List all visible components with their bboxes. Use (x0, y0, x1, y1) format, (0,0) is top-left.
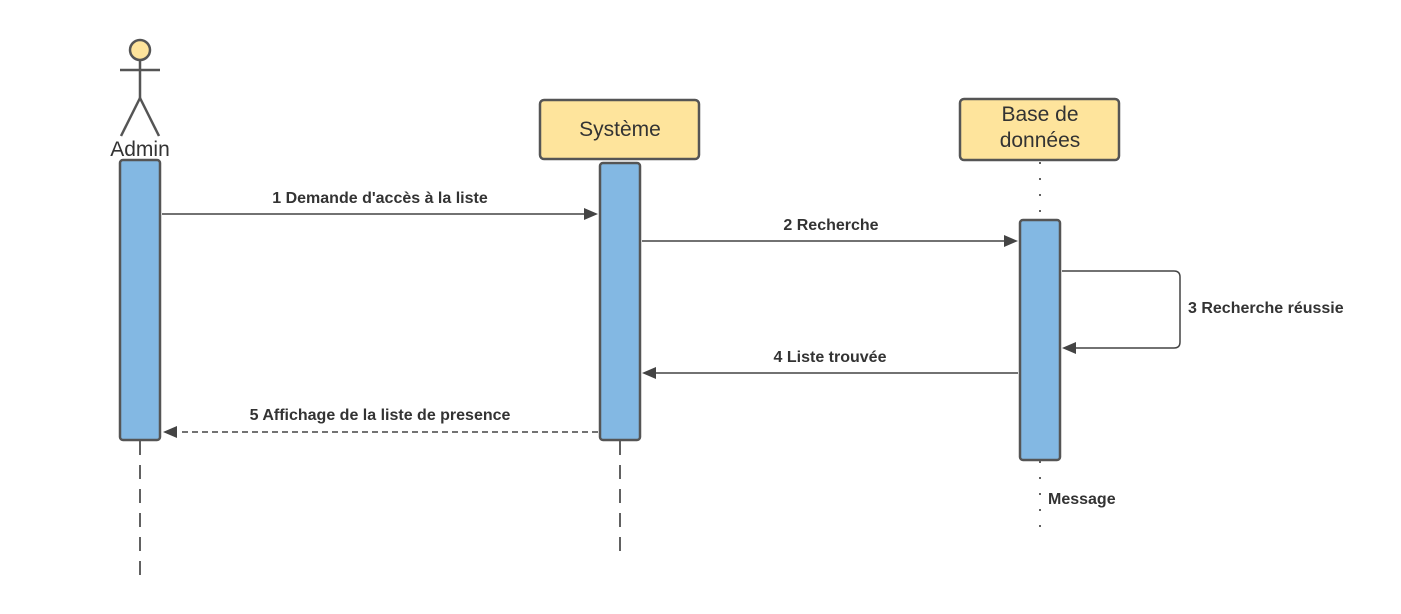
participant-systeme-box (538, 98, 701, 161)
message-5-arrowhead (163, 426, 177, 438)
participant-bdd: Base de données (958, 97, 1121, 162)
activation-admin (118, 158, 162, 442)
activation-bdd (1018, 218, 1062, 462)
message-2-arrowhead (1004, 235, 1018, 247)
message-4-label: 4 Liste trouvée (774, 349, 887, 366)
message-3-label: 3 Recherche réussie (1188, 300, 1344, 317)
message-3-line (1062, 270, 1181, 349)
message-3-arrowhead (1062, 342, 1076, 354)
activation-systeme (598, 161, 642, 442)
message-1-arrowhead (584, 208, 598, 220)
message-4: 4 Liste trouvée (642, 349, 1018, 379)
participant-bdd-label-line2: données (1000, 129, 1081, 152)
message-annotation: Message (1048, 491, 1116, 508)
message-5-label: 5 Affichage de la liste de presence (250, 407, 511, 424)
participant-bdd-label-line1: Base de (1001, 103, 1078, 126)
message-1: 1 Demande d'accès à la liste (162, 190, 598, 220)
message-3: 3 Recherche réussie (1062, 270, 1344, 354)
participant-systeme: Système (538, 98, 701, 161)
message-5: 5 Affichage de la liste de presence (163, 407, 598, 438)
message-1-label: 1 Demande d'accès à la liste (272, 190, 488, 207)
message-2-label: 2 Recherche (783, 217, 878, 234)
actor-admin-label: Admin (110, 138, 170, 161)
message-4-arrowhead (642, 367, 656, 379)
actor-left-leg (119, 97, 142, 137)
participant-systeme-label: Système (579, 118, 661, 141)
actor-head (128, 38, 152, 62)
participant-bdd-box (958, 97, 1121, 162)
message-2: 2 Recherche (642, 217, 1018, 247)
actor-right-leg (138, 97, 161, 137)
actor-admin: Admin (110, 38, 170, 161)
